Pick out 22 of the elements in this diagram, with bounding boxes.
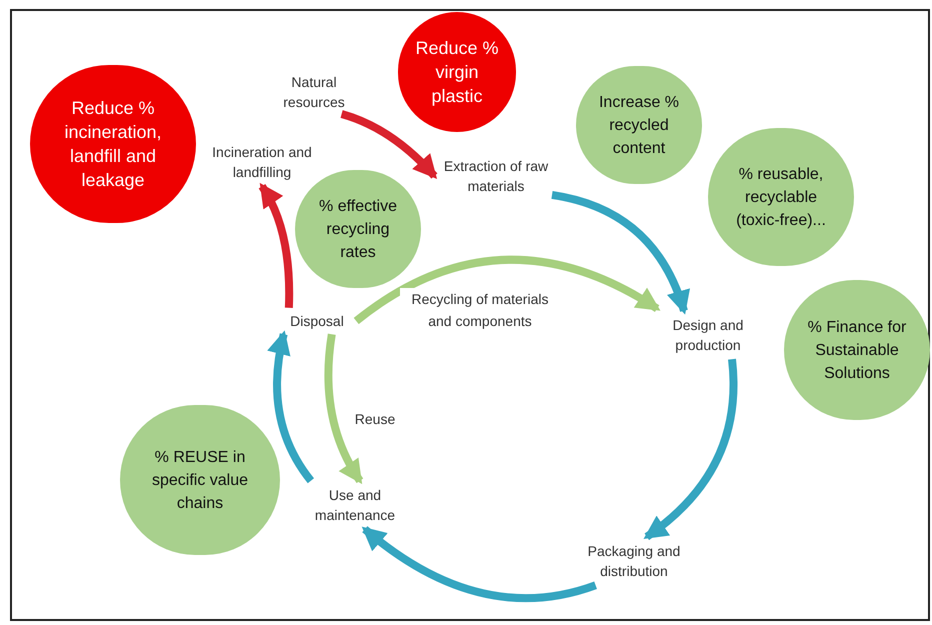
stage-label: Packaging and distribution: [570, 539, 698, 583]
stage-label: Use and maintenance: [306, 483, 404, 527]
target-text: Reduce % incineration, landfill and leakage: [63, 97, 163, 192]
stage-label: Extraction of raw materials: [440, 155, 552, 197]
stage-label: Natural resources: [268, 72, 360, 112]
cycle-arrow: [644, 358, 738, 540]
stage-label: Disposal: [280, 310, 354, 332]
target-text: % reusable, recyclable (toxic-free)...: [735, 164, 827, 230]
target-text: % effective recycling rates: [318, 196, 398, 262]
target-text: Increase % recycled content: [598, 92, 680, 158]
cycle-arrow: [551, 190, 690, 315]
stage-label: Design and production: [660, 313, 756, 357]
cycle-arrow: [362, 526, 597, 602]
target-text: Reduce % virgin plastic: [414, 37, 500, 108]
stage-label: Incineration and landfilling: [196, 140, 328, 184]
cycle-arrow: [258, 182, 294, 308]
cycle-arrow: [340, 110, 438, 179]
cycle-arrow: [324, 334, 364, 484]
target-text: % REUSE in specific value chains: [150, 448, 250, 514]
target-text: % Finance for Sustainable Solutions: [806, 318, 908, 384]
cycle-arrow: [354, 256, 661, 324]
cycle-arrow: [268, 330, 314, 484]
